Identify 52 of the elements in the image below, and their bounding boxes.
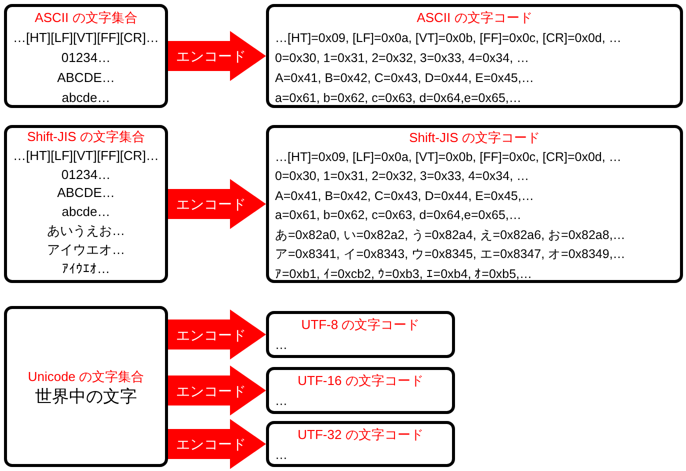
code-line: 0=0x30, 1=0x31, 2=0x32, 3=0x33, 4=0x34, … (275, 168, 530, 185)
code-line: 0=0x30, 1=0x31, 2=0x32, 3=0x33, 4=0x34, … (275, 50, 530, 67)
edge-label: エンコード (176, 435, 246, 453)
box-title: UTF-8 の文字コード (300, 316, 421, 334)
box-title: ASCII の文字コード (416, 9, 534, 27)
edge-label: エンコード (176, 195, 246, 213)
box-title: Unicode の文字集合 (28, 368, 144, 386)
code-line: a=0x61, b=0x62, c=0x63, d=0x64,e=0x65,… (275, 90, 522, 107)
edge-label: エンコード (176, 47, 246, 65)
code-line: 01234… (61, 166, 111, 184)
box-title: ASCII の文字集合 (34, 9, 138, 27)
code-line: …[HT][LF][VT][FF][CR]… (13, 29, 159, 47)
code-line: …[HT]=0x09, [LF]=0x0a, [VT]=0x0b, [FF]=0x0c, [CR]=0x0d, … (275, 30, 622, 47)
code-line: ア=0x8341, イ=0x8343, ウ=0x8345, エ=0x8347, オ=0x8349,… (275, 246, 626, 263)
box-title: UTF-16 の文字コード (296, 372, 424, 390)
edge-label: エンコード (176, 382, 246, 400)
text-box (4, 4, 168, 108)
block-arrow (168, 310, 266, 360)
code-line: abcde… (62, 203, 110, 222)
text-box (266, 421, 455, 467)
text-box (266, 367, 455, 414)
code-line: … (275, 393, 288, 410)
code-line: …[HT]=0x09, [LF]=0x0a, [VT]=0x0b, [FF]=0x0c, [CR]=0x0d, … (275, 148, 622, 166)
text-box (4, 125, 168, 283)
code-line: abcde… (62, 89, 110, 107)
description-text: 世界中の文字 (35, 386, 137, 406)
text-box (266, 4, 683, 108)
code-line: アイウエオ… (47, 240, 125, 259)
block-arrow (168, 31, 266, 81)
code-line: ｱ=0xb1, ｲ=0xcb2, ｳ=0xb3, ｴ=0xb4, ｵ=0xb5,… (275, 266, 534, 282)
text-box (4, 306, 168, 467)
code-line: …[HT][LF][VT][FF][CR]… (13, 146, 159, 165)
box-title: Shift-JIS の文字コード (408, 129, 541, 147)
code-line: あ=0x82a0, い=0x82a2, う=0x82a4, え=0x82a6, お=0x82a8,… (275, 226, 626, 244)
code-line: A=0x41, B=0x42, C=0x43, D=0x44, E=0x45,… (275, 70, 535, 87)
box-title: UTF-32 の文字コード (296, 426, 424, 444)
text-box (266, 125, 683, 283)
code-line: ｱｲｳｴｵ… (62, 260, 110, 278)
code-line: A=0x41, B=0x42, C=0x43, D=0x44, E=0x45,… (275, 188, 535, 204)
code-line: … (275, 337, 288, 354)
code-line: ABCDE… (57, 184, 115, 202)
block-arrow (168, 366, 266, 416)
code-line: 01234… (61, 49, 111, 67)
code-line: あいうえお… (47, 222, 125, 240)
box-title: Shift-JIS の文字集合 (27, 128, 145, 146)
text-box (266, 311, 455, 358)
code-line: a=0x61, b=0x62, c=0x63, d=0x64,e=0x65,… (275, 207, 522, 224)
block-arrow (168, 419, 266, 469)
block-arrow (168, 179, 266, 229)
edge-label: エンコード (176, 326, 246, 344)
code-line: … (275, 447, 288, 464)
code-line: ABCDE… (57, 69, 115, 87)
